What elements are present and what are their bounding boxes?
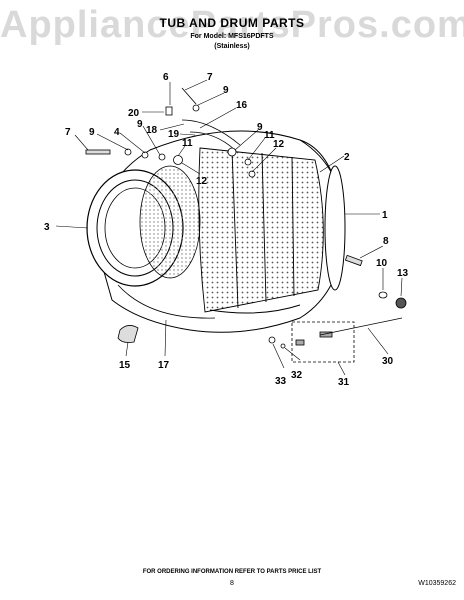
callout-8: 8	[383, 236, 389, 247]
callout-labels: 6 7 9 20 16 18 19 7 9 4 9 11 9 11 12 12 …	[44, 72, 409, 388]
document-number: W10359262	[418, 580, 456, 587]
model-line: For Model: MFS16PDFTS	[190, 33, 274, 40]
callout-9-left: 9	[89, 127, 95, 138]
callout-6: 6	[163, 72, 169, 83]
callout-16: 16	[236, 100, 248, 111]
callout-2: 2	[344, 152, 350, 163]
top-fasteners	[165, 87, 256, 178]
lower-parts	[117, 317, 403, 363]
callout-12-left: 12	[196, 176, 208, 187]
finish-line: (Stainless)	[214, 43, 250, 50]
callout-32: 32	[291, 370, 303, 381]
callout-7: 7	[207, 72, 213, 83]
drum-basket	[198, 147, 324, 313]
tub-front-ring	[86, 165, 216, 319]
page-number: 8	[230, 580, 234, 587]
callout-11-right: 11	[264, 130, 275, 141]
watermark: AppliancePartsPros.com	[0, 4, 464, 46]
callout-4: 4	[114, 127, 120, 138]
callout-3: 3	[44, 222, 50, 233]
callout-9-mid: 9	[137, 119, 143, 130]
front-bolt-row	[85, 148, 183, 165]
callout-20: 20	[128, 108, 140, 119]
callout-7-left: 7	[65, 127, 71, 138]
callout-30: 30	[382, 356, 394, 367]
callout-1: 1	[382, 210, 388, 221]
callout-18: 18	[146, 125, 158, 136]
ordering-note: FOR ORDERING INFORMATION REFER TO PARTS …	[142, 569, 322, 575]
callout-31: 31	[338, 377, 350, 388]
callout-17: 17	[158, 360, 170, 371]
callout-19: 19	[168, 129, 180, 140]
right-fasteners	[344, 254, 407, 309]
leader-lines	[55, 79, 403, 376]
callout-9: 9	[223, 85, 229, 96]
callout-9-right: 9	[257, 122, 263, 133]
callout-12-right: 12	[273, 139, 285, 150]
callout-13: 13	[397, 268, 409, 279]
callout-33: 33	[275, 376, 287, 387]
callout-15: 15	[119, 360, 131, 371]
diagram-title: TUB AND DRUM PARTS	[159, 16, 305, 30]
callout-11-left: 11	[182, 138, 193, 149]
callout-10: 10	[376, 258, 388, 269]
